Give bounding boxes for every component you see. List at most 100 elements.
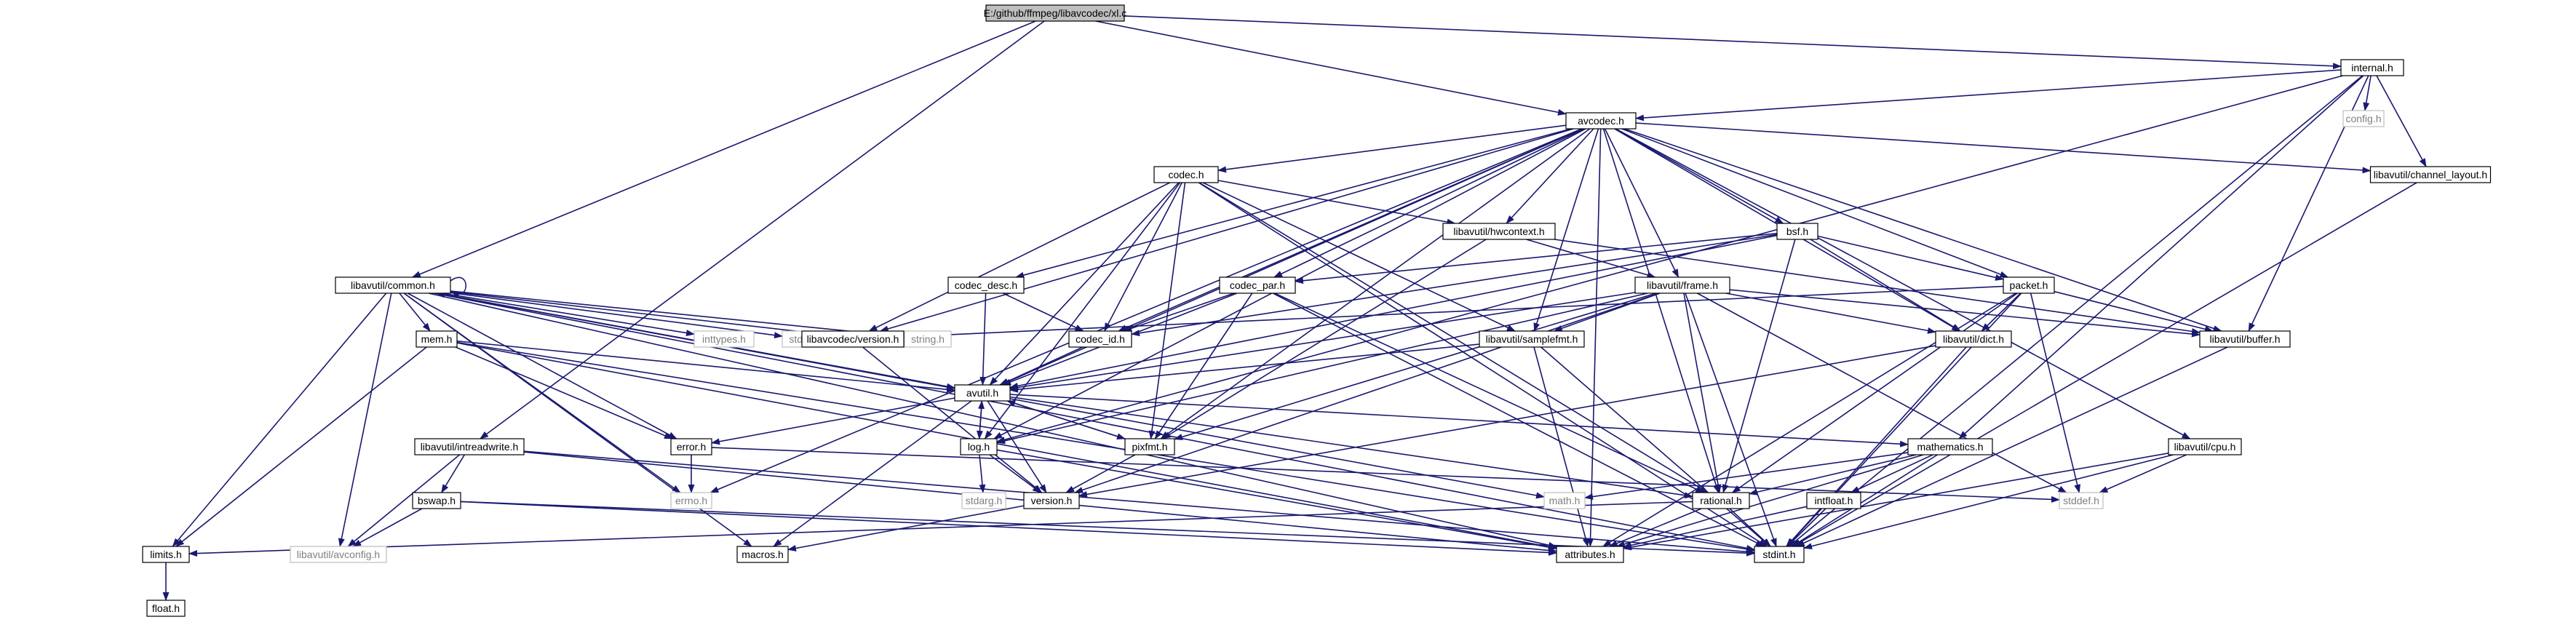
edge-avcodec-to-cpu bbox=[1615, 128, 2191, 439]
node-label: bsf.h bbox=[1786, 226, 1808, 237]
edge-mem-to-avutil bbox=[456, 341, 955, 393]
edge-frame-to-dict bbox=[1725, 292, 1936, 334]
edge-intfloat-to-attributes bbox=[1623, 506, 1808, 549]
edge-samplefmt-to-stdint bbox=[1541, 346, 1771, 547]
node-error[interactable]: error.h bbox=[670, 438, 712, 455]
node-box bbox=[1219, 276, 1296, 294]
node-codec_par[interactable]: codec_par.h bbox=[1219, 276, 1296, 294]
edge-mem-to-limits bbox=[175, 346, 427, 547]
node-box bbox=[1634, 276, 1730, 294]
node-box bbox=[1543, 492, 1586, 509]
node-avcodec[interactable]: avcodec.h bbox=[1565, 112, 1637, 130]
edge-mathematics-to-stdint bbox=[1791, 454, 1938, 547]
edge-intfloat-to-stdint bbox=[1786, 508, 1826, 547]
node-box bbox=[1442, 223, 1556, 240]
edge-log-to-avutil bbox=[978, 400, 985, 439]
node-intreadwrite[interactable]: libavutil/intreadwrite.h bbox=[414, 438, 525, 455]
edge-avutil-to-mathematics bbox=[1009, 394, 1909, 447]
node-mathematics[interactable]: mathematics.h bbox=[1907, 438, 1993, 455]
node-internal[interactable]: internal.h bbox=[2340, 59, 2404, 76]
edge-mathematics-to-intfloat bbox=[1850, 454, 1933, 493]
node-root[interactable]: E:/github/ffmpeg/libavcodec/xl.c bbox=[984, 4, 1127, 22]
edge-rational-to-stdint bbox=[1729, 508, 1771, 547]
node-log[interactable]: log.h bbox=[960, 438, 998, 455]
node-label: stddef.h bbox=[2063, 495, 2099, 506]
node-label: libavutil/common.h bbox=[351, 279, 435, 291]
node-box bbox=[142, 546, 190, 563]
node-hwcontext[interactable]: libavutil/hwcontext.h bbox=[1442, 223, 1556, 240]
node-common[interactable]: libavutil/common.h bbox=[335, 276, 451, 294]
edge-packet-to-rational bbox=[1731, 292, 2018, 493]
node-box bbox=[904, 330, 952, 348]
node-box bbox=[1907, 438, 1993, 455]
node-mem[interactable]: mem.h bbox=[416, 330, 458, 348]
edge-internal-to-mathematics bbox=[1958, 75, 2364, 439]
edge-codec_par-to-codec_id bbox=[1123, 292, 1235, 332]
edge-avcodec-to-channel_layout bbox=[1635, 122, 2372, 174]
node-label: bswap.h bbox=[418, 495, 456, 506]
edge-intreadwrite-to-bswap bbox=[441, 454, 465, 493]
node-cpu[interactable]: libavutil/cpu.h bbox=[2168, 438, 2242, 455]
edge-dict-to-version bbox=[1078, 345, 1936, 498]
node-label: limits.h bbox=[150, 549, 182, 560]
edge-codec_par-to-rational bbox=[1274, 292, 1705, 493]
edge-bswap-to-stdint bbox=[460, 501, 1755, 557]
node-samplefmt[interactable]: libavutil/samplefmt.h bbox=[1479, 330, 1585, 348]
node-attributes[interactable]: attributes.h bbox=[1556, 546, 1624, 563]
node-codec_id[interactable]: codec_id.h bbox=[1068, 330, 1132, 348]
node-codec[interactable]: codec.h bbox=[1153, 166, 1219, 183]
edge-common-to-attributes bbox=[428, 292, 1557, 549]
node-avutil[interactable]: avutil.h bbox=[954, 384, 1011, 402]
node-macros[interactable]: macros.h bbox=[736, 546, 789, 563]
node-box bbox=[947, 276, 1025, 294]
node-string: string.h bbox=[904, 330, 952, 348]
node-box bbox=[2342, 110, 2385, 127]
node-intfloat[interactable]: intfloat.h bbox=[1806, 492, 1861, 509]
node-box bbox=[1935, 330, 2012, 348]
node-label: stdint.h bbox=[1762, 549, 1795, 560]
node-label: macros.h bbox=[742, 549, 784, 560]
node-label: config.h bbox=[2345, 113, 2381, 124]
node-channel_layout[interactable]: libavutil/channel_layout.h bbox=[2369, 166, 2492, 183]
node-box bbox=[146, 600, 186, 617]
node-box bbox=[1692, 492, 1750, 509]
node-version[interactable]: version.h bbox=[1023, 492, 1080, 509]
edge-codec_desc-to-avutil bbox=[979, 292, 987, 386]
node-lavc_version[interactable]: libavcodec/version.h bbox=[801, 330, 905, 348]
node-packet[interactable]: packet.h bbox=[2003, 276, 2055, 294]
edge-root-to-avcodec bbox=[1095, 20, 1567, 116]
node-math: math.h bbox=[1543, 492, 1586, 509]
node-pixfmt[interactable]: pixfmt.h bbox=[1124, 438, 1175, 455]
edge-rational-to-limits bbox=[188, 501, 1693, 557]
node-box bbox=[2369, 166, 2492, 183]
node-dict[interactable]: libavutil/dict.h bbox=[1935, 330, 2012, 348]
node-label: avutil.h bbox=[966, 387, 998, 399]
edge-bsf-to-avutil bbox=[1009, 234, 1778, 389]
node-limits[interactable]: limits.h bbox=[142, 546, 190, 563]
node-bsf[interactable]: bsf.h bbox=[1776, 223, 1818, 240]
edge-intreadwrite-to-stdint bbox=[523, 450, 1755, 555]
edge-pixfmt-to-version bbox=[1065, 454, 1136, 493]
edge-avutil-to-version bbox=[987, 400, 1047, 493]
node-float[interactable]: float.h bbox=[146, 600, 186, 617]
node-rational[interactable]: rational.h bbox=[1692, 492, 1750, 509]
edge-avcodec-to-errno bbox=[709, 128, 1583, 493]
node-box bbox=[416, 330, 458, 348]
node-stdint[interactable]: stdint.h bbox=[1754, 546, 1805, 563]
edge-mathematics-to-attributes bbox=[1615, 454, 1924, 548]
edge-mem-to-attributes bbox=[456, 342, 1557, 550]
edge-log-to-version bbox=[989, 454, 1041, 493]
edge-avcodec-to-hwcontext bbox=[1506, 128, 1594, 224]
node-label: libavutil/frame.h bbox=[1647, 279, 1718, 291]
edge-frame-to-rational bbox=[1683, 292, 1722, 493]
edge-packet-to-stddef bbox=[2030, 292, 2081, 493]
node-bswap[interactable]: bswap.h bbox=[412, 492, 461, 509]
edge-codec-to-lavc_version bbox=[868, 182, 1171, 332]
edge-mem-to-error bbox=[455, 346, 673, 439]
edge-bsf-to-packet bbox=[1817, 235, 2004, 281]
node-label: libavutil/cpu.h bbox=[2174, 441, 2236, 453]
node-buffer[interactable]: libavutil/buffer.h bbox=[2199, 330, 2291, 348]
node-frame[interactable]: libavutil/frame.h bbox=[1634, 276, 1730, 294]
node-codec_desc[interactable]: codec_desc.h bbox=[947, 276, 1025, 294]
